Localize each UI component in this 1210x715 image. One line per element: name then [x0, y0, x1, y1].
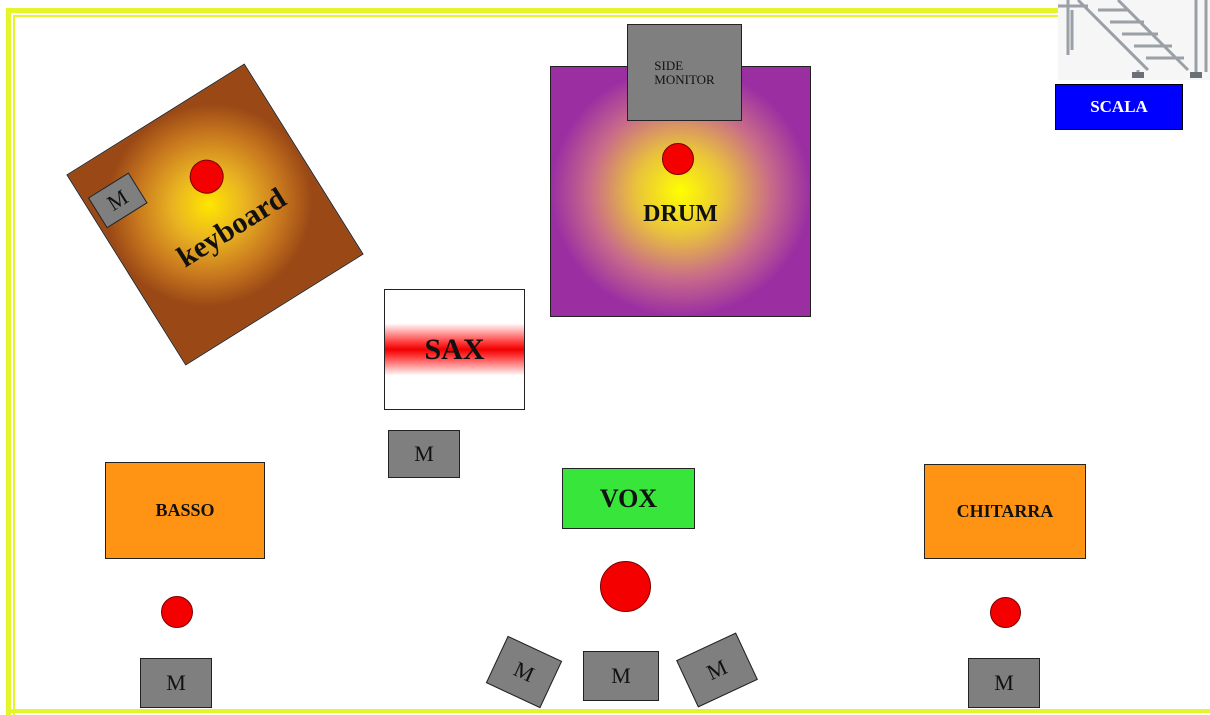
chitarra-mic — [990, 597, 1021, 628]
chitarra-monitor-label: M — [994, 670, 1014, 695]
vox-monitor-center-label: M — [611, 663, 631, 688]
basso-monitor-label: M — [166, 670, 186, 695]
chitarra-amp: CHITARRA — [924, 464, 1086, 559]
chitarra-monitor: M — [968, 658, 1040, 708]
stairs-icon — [1058, 0, 1210, 80]
vox-mic — [600, 561, 651, 612]
keyboard-monitor: M — [87, 172, 148, 229]
basso-mic — [161, 596, 193, 628]
side-monitor: SIDE MONITOR — [627, 24, 742, 121]
vox-position: VOX — [562, 468, 695, 529]
stage-border-left — [6, 8, 11, 715]
stairs-photo — [1058, 0, 1210, 80]
vox-monitor-right: M — [676, 632, 758, 708]
vox-monitor-left-label: M — [510, 656, 539, 688]
sax-position: SAX — [384, 289, 525, 410]
stage-border-top-inner — [14, 15, 1058, 17]
sax-monitor: M — [388, 430, 460, 478]
scala-label: SCALA — [1090, 97, 1148, 116]
vox-monitor-left: M — [485, 635, 563, 709]
scala-label-box: SCALA — [1055, 84, 1183, 130]
basso-monitor: M — [140, 658, 212, 708]
vox-monitor-right-label: M — [702, 654, 731, 686]
side-monitor-label-line2: MONITOR — [654, 71, 715, 87]
sax-label: SAX — [424, 332, 485, 366]
keyboard-monitor-label: M — [102, 184, 133, 216]
basso-label: BASSO — [155, 500, 215, 520]
drum-mic — [662, 143, 694, 175]
side-monitor-label-line1: SIDE — [654, 57, 684, 73]
keyboard-label: keyboard — [170, 181, 292, 274]
drum-riser: DRUM — [550, 66, 811, 317]
vox-monitor-center: M — [583, 651, 659, 701]
stage-border-top — [10, 8, 1058, 13]
chitarra-label: CHITARRA — [956, 501, 1054, 521]
stage-border-left-inner — [13, 15, 15, 715]
keyboard-riser: M keyboard — [66, 63, 364, 366]
basso-amp: BASSO — [105, 462, 265, 559]
drum-label: DRUM — [643, 200, 718, 227]
keyboard-mic — [183, 153, 231, 201]
sax-monitor-label: M — [414, 441, 434, 466]
stage-border-bottom — [6, 709, 1210, 713]
vox-label: VOX — [599, 483, 658, 513]
